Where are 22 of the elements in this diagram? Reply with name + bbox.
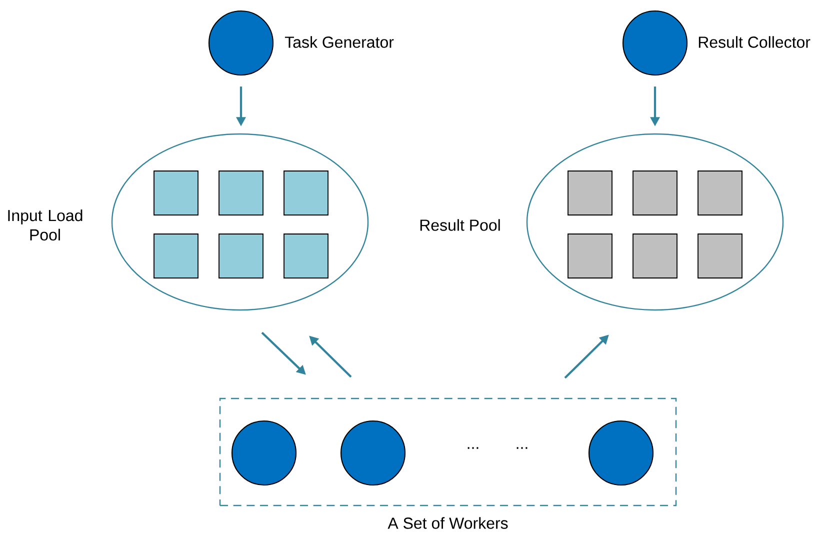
ellipsis-label: ... [516, 447, 528, 449]
node-label: Result Pool [420, 219, 500, 231]
square [218, 234, 264, 278]
square [154, 234, 198, 278]
node-label: A Set of Workers [388, 517, 508, 529]
square [632, 234, 678, 278]
ellipsis-label: ... [468, 447, 478, 449]
square [632, 170, 678, 216]
worker-circle [340, 420, 406, 486]
worker-circle [588, 420, 654, 486]
node-label: Task Generator [284, 36, 394, 48]
node-label: Input Load Pool [8, 209, 82, 241]
square [284, 234, 328, 278]
square [568, 170, 612, 216]
square [154, 170, 198, 216]
square [698, 234, 742, 278]
square [698, 170, 742, 216]
node-label: Result Collector [698, 36, 810, 48]
worker-circle [231, 420, 297, 486]
square [568, 234, 612, 278]
square [284, 170, 328, 216]
square [218, 170, 264, 216]
